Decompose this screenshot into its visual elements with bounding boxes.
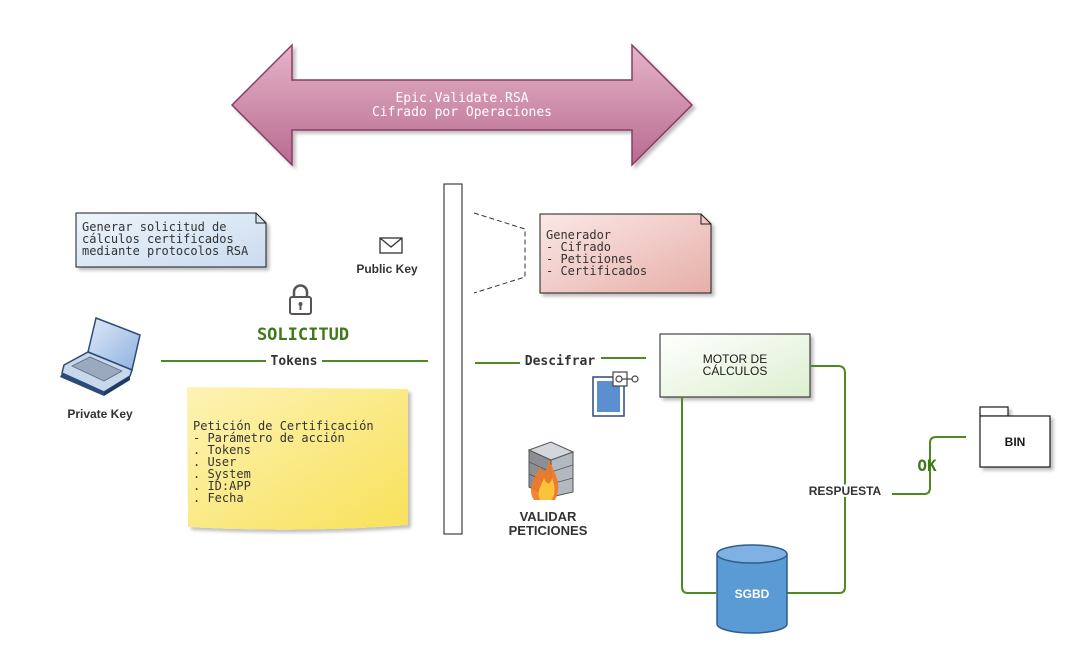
generator-note [539,213,712,294]
solicitud-label: SOLICITUD [257,325,349,345]
folder-icon [979,406,1051,468]
sgbd-label: SGBD [735,587,770,601]
tokens-label: Tokens [271,354,318,369]
generator-note-text: Generador - Cifrado - Peticiones - Certi… [546,228,647,278]
certification-note-text: Petición de Certificación - Parámetro de… [193,419,381,505]
validar-label-line1: VALIDAR [520,509,577,524]
motor-box [659,333,811,398]
certification-note [187,387,408,530]
request-note-text: Generar solicitud de cálculos certificad… [82,220,249,258]
motor-label-line2: CÁLCULOS [703,363,768,378]
banner-arrow [230,43,694,167]
banner-subtitle: Cifrado por Operaciones [372,105,552,120]
database-icon [716,544,788,634]
respuesta-label: RESPUESTA [809,484,882,498]
generator-bracket [473,212,526,294]
padlock-icon [289,284,312,315]
banner-title: Epic.Validate.RSA [395,91,528,106]
key-document-icon [592,371,639,417]
envelope-icon [379,237,403,254]
firewall-icon [527,441,575,500]
private-key-label: Private Key [67,407,133,421]
bin-label: BIN [1005,435,1026,449]
descifrar-label: Descifrar [525,354,596,369]
public-key-label: Public Key [356,262,418,276]
sgbd-to-motor-line [787,365,846,594]
motor-label-line1: MOTOR DE [703,352,767,366]
laptop-icon [60,316,141,396]
ok-to-bin-line [892,436,966,495]
validar-label-line2: PETICIONES [509,523,588,538]
ok-label: OK [917,456,937,475]
request-note [75,212,267,268]
motor-to-sgbd-line [681,397,716,594]
lifeline-bar [443,183,463,535]
